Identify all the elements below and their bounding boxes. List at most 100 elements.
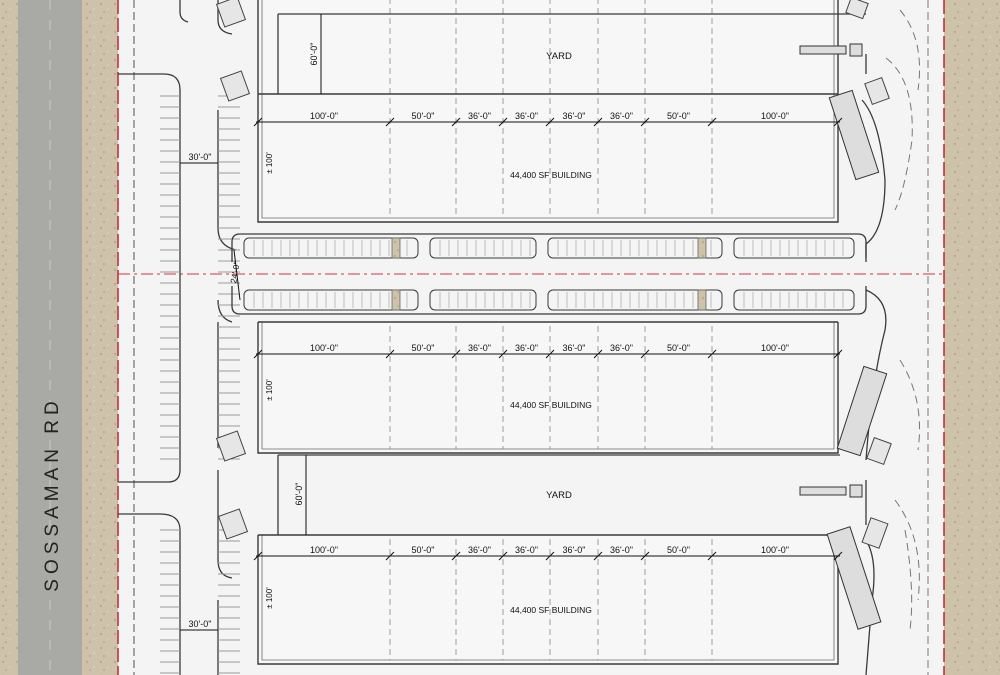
bay-dimension-label: 100'-0": [310, 343, 338, 353]
parking-island: [429, 237, 537, 259]
bay-dimension-label: 36'-0": [563, 343, 586, 353]
bay-dimension-label: 36'-0": [610, 343, 633, 353]
accessible-stall: [697, 289, 707, 311]
bay-dimension-label: 36'-0": [468, 111, 491, 121]
dimension-tick: [707, 349, 717, 359]
building-label-middle: 44,400 SF BUILDING: [510, 400, 592, 410]
dimension-tick: [253, 117, 263, 127]
dimension-tick: [451, 117, 461, 127]
parking-curb-east: [217, 0, 237, 675]
parking-row-curb: [231, 233, 867, 262]
building-shell: [257, 0, 839, 223]
stall-depth-south: 30'-0": [189, 619, 212, 629]
trash-enclosure-symbols: [215, 0, 892, 549]
dimension-tick: [707, 551, 717, 561]
dimension-tick: [545, 551, 555, 561]
parking-island: [547, 237, 723, 259]
bay-dimension-label: 50'-0": [667, 111, 690, 121]
landscape-strip-west: [0, 0, 18, 675]
dimension-tick: [593, 349, 603, 359]
bay-dimension-label: 100'-0": [761, 545, 789, 555]
dimension-tick: [833, 551, 843, 561]
road-name-text: SOSSAMAN RD: [42, 396, 63, 591]
bay-dimension-label: 50'-0": [667, 545, 690, 555]
bay-dimension-label: 36'-0": [563, 545, 586, 555]
dimension-tick: [451, 349, 461, 359]
accessible-stall: [391, 237, 401, 259]
dimension-tick: [545, 349, 555, 359]
dimension-tick: [498, 349, 508, 359]
dimension-tick: [593, 551, 603, 561]
yard-label-south: YARD: [546, 490, 572, 501]
bay-dimension-label: 50'-0": [412, 111, 435, 121]
accessible-stall: [697, 237, 707, 259]
bay-dimension-label: 36'-0": [468, 343, 491, 353]
road-name-label: SOSSAMAN RD: [28, 378, 72, 610]
dimension-tick: [593, 117, 603, 127]
stall-depth-north: 30'-0": [189, 152, 212, 162]
parking-island: [733, 237, 855, 259]
central-parking-rows: [231, 233, 867, 315]
building-label-south: 44,400 SF BUILDING: [510, 605, 592, 615]
bay-dimension-label: 100'-0": [761, 111, 789, 121]
dimension-tick: [253, 551, 263, 561]
dimension-tick: [833, 349, 843, 359]
bay-dimension-label: 36'-0": [610, 545, 633, 555]
bay-dimension-label: 36'-0": [515, 111, 538, 121]
dimension-tick: [498, 117, 508, 127]
bay-dimension-label: 36'-0": [563, 111, 586, 121]
parking-island: [243, 237, 419, 259]
drive-aisle-width: 24'-0": [228, 261, 242, 284]
bay-dimension-label: 36'-0": [610, 111, 633, 121]
truck-symbols: [799, 43, 888, 630]
yard-depth-south: 60'-0": [294, 483, 304, 506]
bay-dimension-label: 100'-0": [761, 343, 789, 353]
bay-dimension-label: 50'-0": [412, 343, 435, 353]
parking-island-upper: [118, 73, 181, 483]
parking-row-curb: [231, 286, 867, 315]
dimension-tick: [253, 349, 263, 359]
dimension-tick: [498, 551, 508, 561]
building-depth-south: ± 100': [265, 587, 274, 609]
dimension-tick: [385, 349, 395, 359]
bay-dimension-label: 36'-0": [468, 545, 491, 555]
landscape-strip-road-edge: [82, 0, 118, 675]
dimension-tick: [451, 551, 461, 561]
drive-loop-north: [885, 9, 921, 211]
bay-dimension-label: 100'-0": [310, 545, 338, 555]
parking-stalls: [160, 95, 240, 674]
building-depth-north: ± 100': [265, 152, 274, 174]
dimension-tick: [640, 349, 650, 359]
drive-loop-south: [894, 359, 921, 631]
bay-dimension-label: 50'-0": [667, 343, 690, 353]
dimension-text-layer: 100'-0" 50'-0" 36'-0" 36'-0" 36'-0" 36'-0" 50'…: [310, 111, 789, 555]
dimension-layer: [180, 14, 843, 631]
dimension-tick: [640, 117, 650, 127]
yard-depth-north: 60'-0": [309, 43, 319, 66]
dimension-tick: [545, 117, 555, 127]
landscape-strip-east: [944, 0, 1000, 675]
bay-dimension-label: 36'-0": [515, 545, 538, 555]
building-depth-middle: ± 100': [265, 379, 274, 401]
building-shell: [257, 535, 839, 665]
buildings-layer: [257, 0, 839, 665]
building-label-north: 44,400 SF BUILDING: [510, 170, 592, 180]
dimension-tick: [833, 117, 843, 127]
yard-label-north: YARD: [546, 51, 572, 62]
dimension-tick: [385, 551, 395, 561]
bay-dimension-label: 100'-0": [310, 111, 338, 121]
parking-island: [243, 289, 419, 311]
parking-island: [547, 289, 723, 311]
aisle-dimension-line: [233, 249, 241, 301]
parking-island: [733, 289, 855, 311]
parking-island: [429, 289, 537, 311]
truck-court-south: [277, 454, 840, 535]
building-inner-wall: [261, 322, 835, 450]
parking-curb-north: [179, 0, 189, 23]
bay-dimension-label: 50'-0": [412, 545, 435, 555]
bay-dimension-label: 36'-0": [515, 343, 538, 353]
dimension-tick: [385, 117, 395, 127]
dimension-tick: [707, 117, 717, 127]
building-shell: [257, 322, 839, 454]
